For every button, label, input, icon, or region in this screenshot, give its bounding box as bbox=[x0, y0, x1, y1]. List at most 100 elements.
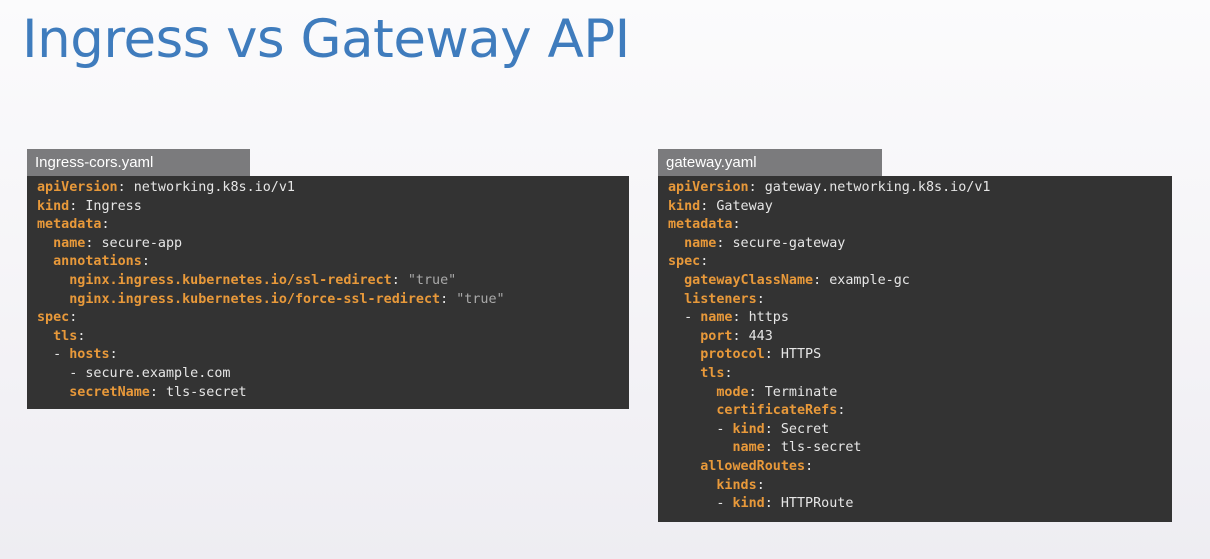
yaml-value: secure-gateway bbox=[732, 235, 846, 251]
yaml-separator: : bbox=[85, 235, 102, 251]
yaml-value: gateway.networking.k8s.io/v1 bbox=[764, 180, 991, 195]
code-indent bbox=[37, 366, 69, 381]
slide-title: Ingress vs Gateway API bbox=[22, 9, 630, 70]
yaml-separator: : bbox=[837, 403, 846, 419]
yaml-separator: : bbox=[391, 272, 408, 288]
yaml-separator: : bbox=[109, 347, 118, 363]
yaml-separator: : bbox=[69, 198, 86, 214]
code-dash: - bbox=[69, 365, 86, 381]
code-line: spec: bbox=[668, 253, 1162, 272]
code-line: tls: bbox=[37, 328, 619, 347]
code-indent bbox=[668, 422, 716, 437]
yaml-value: example-gc bbox=[829, 272, 910, 288]
yaml-separator: : bbox=[724, 365, 733, 381]
yaml-separator: : bbox=[77, 328, 86, 344]
code-line: mode: Terminate bbox=[668, 384, 1162, 403]
yaml-key: kind bbox=[732, 421, 765, 437]
yaml-separator: : bbox=[748, 180, 765, 195]
code-line: kind: Gateway bbox=[668, 198, 1162, 217]
yaml-separator: : bbox=[764, 421, 781, 437]
yaml-key: allowedRoutes bbox=[700, 458, 806, 474]
code-line: tls: bbox=[668, 365, 1162, 384]
yaml-value: tls-secret bbox=[166, 384, 247, 400]
yaml-key: listeners bbox=[684, 291, 757, 307]
yaml-value: secure-app bbox=[101, 235, 183, 251]
code-line: nginx.ingress.kubernetes.io/ssl-redirect… bbox=[37, 272, 619, 291]
yaml-value: networking.k8s.io/v1 bbox=[133, 180, 295, 195]
yaml-value: Secret bbox=[780, 421, 830, 437]
yaml-separator: : bbox=[764, 440, 781, 456]
yaml-key: spec bbox=[668, 254, 701, 270]
code-line: apiVersion: gateway.networking.k8s.io/v1 bbox=[668, 179, 1162, 198]
code-line: allowedRoutes: bbox=[668, 458, 1162, 477]
code-line: kind: Ingress bbox=[37, 198, 619, 217]
code-line: annotations: bbox=[37, 253, 619, 272]
yaml-key: apiVersion bbox=[668, 180, 749, 195]
yaml-separator: : bbox=[700, 198, 717, 214]
code-indent bbox=[668, 273, 684, 288]
yaml-key: certificateRefs bbox=[716, 403, 838, 419]
yaml-separator: : bbox=[756, 291, 765, 307]
yaml-key: spec bbox=[37, 310, 70, 326]
code-indent bbox=[37, 329, 53, 344]
yaml-value: HTTPRoute bbox=[780, 496, 854, 512]
yaml-key: name bbox=[684, 235, 717, 251]
code-indent bbox=[668, 347, 700, 362]
code-line: apiVersion: networking.k8s.io/v1 bbox=[37, 179, 619, 198]
yaml-key: kinds bbox=[716, 477, 757, 493]
code-indent bbox=[668, 385, 716, 400]
code-line: name: secure-gateway bbox=[668, 235, 1162, 254]
yaml-value: Terminate bbox=[764, 384, 838, 400]
yaml-separator: : bbox=[732, 328, 749, 344]
code-line: metadata: bbox=[37, 216, 619, 235]
code-dash: - bbox=[716, 496, 733, 512]
gateway-yaml-panel: gateway.yaml apiVersion: gateway.network… bbox=[658, 149, 1172, 522]
code-indent bbox=[668, 496, 716, 511]
code-indent bbox=[37, 236, 53, 251]
yaml-key: tls bbox=[53, 328, 78, 344]
yaml-separator: : bbox=[813, 272, 830, 288]
yaml-separator: : bbox=[764, 347, 781, 363]
code-indent bbox=[37, 292, 69, 307]
yaml-key: metadata bbox=[37, 217, 102, 233]
code-indent bbox=[668, 292, 684, 307]
yaml-separator: : bbox=[101, 217, 110, 233]
yaml-key: name bbox=[732, 440, 765, 456]
yaml-string-value: "true" bbox=[407, 272, 457, 288]
yaml-value: HTTPS bbox=[780, 347, 822, 363]
ingress-yaml-panel: Ingress-cors.yaml apiVersion: networking… bbox=[27, 149, 629, 409]
code-line: protocol: HTTPS bbox=[668, 346, 1162, 365]
yaml-separator: : bbox=[117, 180, 134, 195]
code-line: port: 443 bbox=[668, 328, 1162, 347]
yaml-string-value: "true" bbox=[456, 291, 505, 307]
code-line: gatewayClassName: example-gc bbox=[668, 272, 1162, 291]
code-indent bbox=[668, 440, 733, 455]
code-line: metadata: bbox=[668, 216, 1162, 235]
code-indent bbox=[668, 403, 716, 418]
code-block-gateway: apiVersion: gateway.networking.k8s.io/v1… bbox=[658, 176, 1172, 522]
yaml-key: nginx.ingress.kubernetes.io/force-ssl-re… bbox=[69, 291, 441, 307]
yaml-key: nginx.ingress.kubernetes.io/ssl-redirect bbox=[69, 272, 392, 288]
yaml-key: hosts bbox=[69, 347, 110, 363]
yaml-key: gatewayClassName bbox=[684, 272, 814, 288]
yaml-key: name bbox=[53, 235, 86, 251]
code-line: listeners: bbox=[668, 291, 1162, 310]
code-indent bbox=[37, 347, 53, 362]
yaml-key: metadata bbox=[668, 217, 733, 233]
yaml-value: https bbox=[748, 310, 789, 326]
code-indent bbox=[37, 385, 69, 400]
code-dash: - bbox=[684, 310, 701, 326]
file-tab-gateway: gateway.yaml bbox=[658, 149, 882, 176]
code-indent bbox=[668, 236, 684, 251]
code-indent bbox=[37, 273, 69, 288]
code-line: nginx.ingress.kubernetes.io/force-ssl-re… bbox=[37, 291, 619, 310]
code-indent bbox=[668, 366, 700, 381]
yaml-value: 443 bbox=[748, 328, 773, 344]
code-line: kinds: bbox=[668, 477, 1162, 496]
yaml-key: apiVersion bbox=[37, 180, 118, 195]
code-dash: - bbox=[716, 421, 733, 437]
code-line: name: tls-secret bbox=[668, 439, 1162, 458]
code-line: - secure.example.com bbox=[37, 365, 619, 384]
yaml-key: protocol bbox=[700, 347, 765, 363]
